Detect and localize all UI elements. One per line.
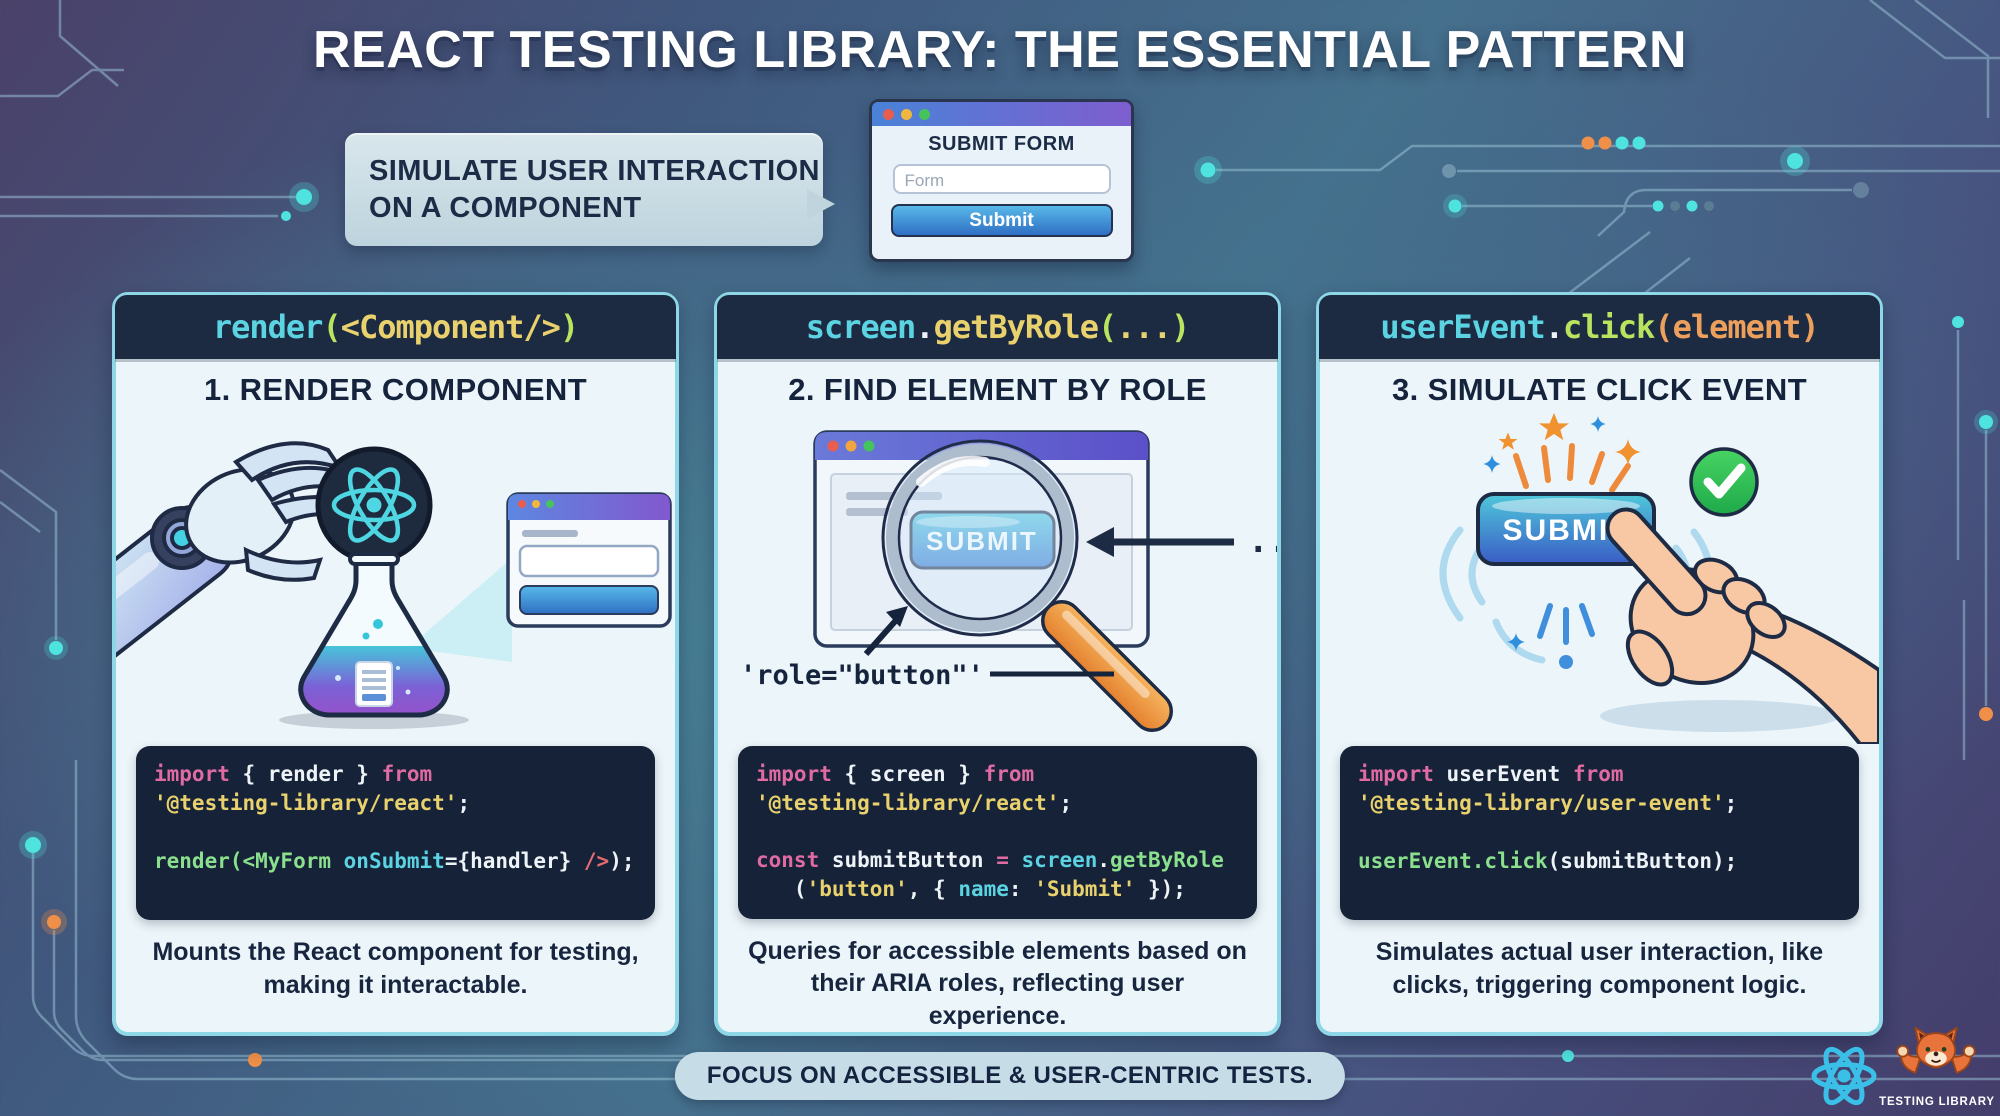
card3-step-title: 3. SIMULATE CLICK EVENT [1391,372,1808,407]
magnifier-icon [881,439,1174,732]
react-logo-disc-icon [315,446,433,564]
card1-header-code: render(<Component />) [115,295,676,359]
form-submit-button: Submit [890,204,1113,237]
hand-cursor-icon [1605,507,1879,744]
spark-lines-bottom [1537,603,1595,645]
card1-description: Mounts the React component for testing, … [152,938,639,999]
form-window-title: SUBMIT FORM [928,133,1075,155]
find-by-role-illustration: SUBMIT ... 'ro [718,410,1277,744]
card3-code-block: import userEvent from'@testing-library/u… [1340,746,1859,920]
card-simulate-click: userEvent.click(element) 3. SIMULATE CLI… [1316,292,1883,1036]
testing-library-logo-icon [1896,1026,1976,1074]
click-event-illustration: SUBMIT [1320,410,1879,744]
page-title: REACT TESTING LIBRARY: THE ESSENTIAL PAT… [312,21,1688,79]
role-label: 'role="button"' [740,660,984,691]
speech-bubble-text-line2: ON A COMPONENT [369,191,642,224]
role-annotation: 'role="button"' [740,605,1114,691]
mini-browser-icon [506,492,672,628]
speech-bubble: SIMULATE USER INTERACTION ON A COMPONENT [345,133,835,246]
card-find-element: screen.getByRole(...) 2. FIND ELEMENT BY… [714,292,1281,1036]
window-dot-red [883,108,894,120]
card1-step-title: 1. RENDER COMPONENT [203,372,588,407]
form-input: Form [892,164,1111,194]
success-check-icon [1689,447,1759,517]
form-window-illustration: SUBMIT FORM Form Submit [869,99,1134,262]
testing-library-label: TESTING LIBRARY [1879,1096,1995,1108]
circuit-dots [19,136,1998,1067]
submit-button-icon: SUBMIT [1476,492,1656,566]
spark-lines-top [1513,443,1631,493]
footer-banner: FOCUS ON ACCESSIBLE & USER-CENTRIC TESTS… [674,1052,1346,1100]
flask-icon [298,552,450,718]
pointer-arrow-right [1086,526,1234,557]
card3-description: Simulates actual user interaction, like … [1375,938,1824,999]
projection-beam [408,558,512,662]
card-render-component: render(<Component />) 1. RENDER COMPONEN… [112,292,679,1036]
hand-shadow [1600,700,1840,732]
window-dot-yellow [901,108,912,120]
submit-label: SUBMIT [926,526,1038,556]
spark-dot [1559,655,1573,669]
render-illustration [116,410,675,744]
submit-button-under-glass: SUBMIT [909,510,1056,570]
react-logo-icon [1811,1046,1877,1106]
window-titlebar [872,102,1131,126]
card2-header-code: screen.getByRole(...) [717,295,1278,359]
card1-code-block: import { render } from'@testing-library/… [136,746,655,920]
window-dot-green [919,108,930,120]
card2-code-block: import { screen } from'@testing-library/… [738,745,1257,919]
cards-row: render(<Component />) 1. RENDER COMPONEN… [112,292,1883,1036]
ellipsis-label: ... [1248,521,1277,561]
document-icon [355,661,393,707]
speech-bubble-text-line1: SIMULATE USER INTERACTION [369,155,820,188]
card2-description: Queries for accessible elements based on… [748,936,1247,1030]
card3-header-code: userEvent.click(element) [1319,295,1880,359]
card2-step-title: 2. FIND ELEMENT BY ROLE [788,371,1207,407]
